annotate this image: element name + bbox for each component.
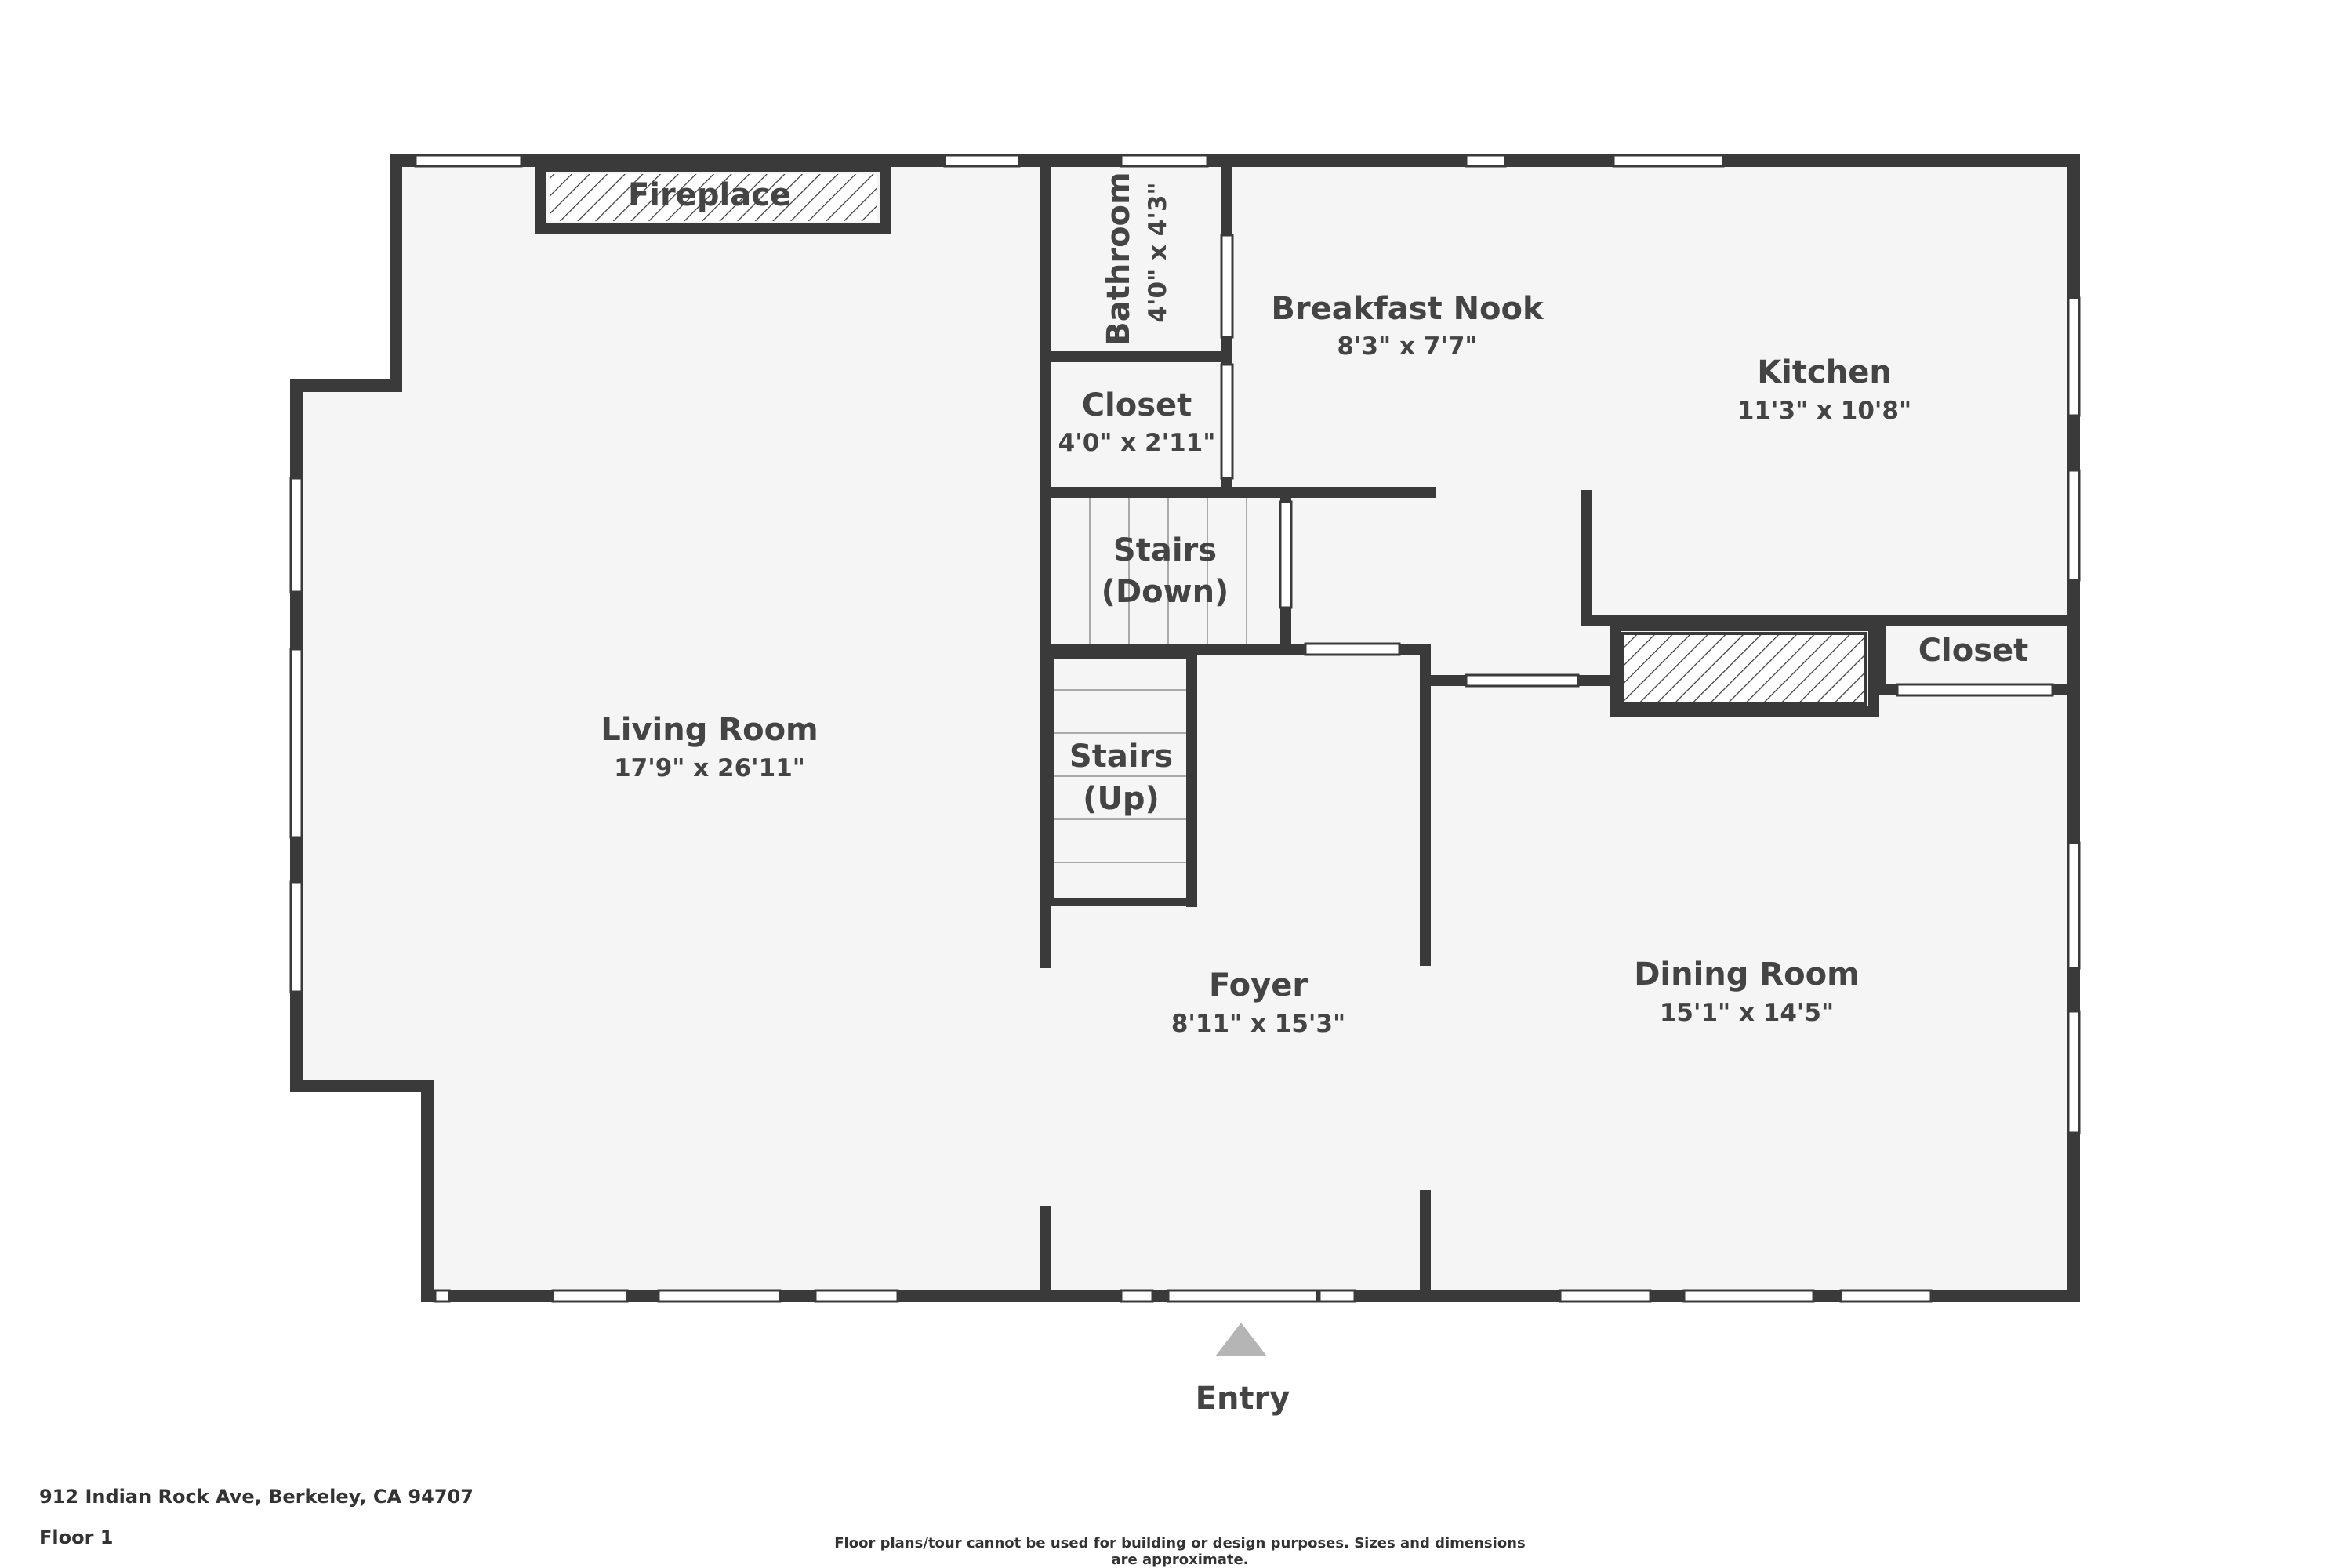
stairs-up-treads bbox=[1051, 689, 1186, 863]
bathroom-dims: 4'0" x 4'3" bbox=[1144, 182, 1172, 322]
stairs-up-sub: (Up) bbox=[1083, 781, 1160, 817]
living-room-dims: 17'9" x 26'11" bbox=[614, 754, 805, 782]
closet-dims: 4'0" x 2'11" bbox=[1058, 429, 1216, 457]
floor-label: Floor 1 bbox=[39, 1526, 114, 1548]
dining-room-dims: 15'1" x 14'5" bbox=[1660, 999, 1834, 1027]
fireplace-hatch bbox=[550, 174, 877, 221]
stairs-up-name: Stairs bbox=[1069, 739, 1173, 775]
foyer-dims: 8'11" x 15'3" bbox=[1171, 1010, 1345, 1038]
pantry-hatch bbox=[1621, 632, 1867, 706]
bathroom-name: Bathroom bbox=[1101, 172, 1137, 345]
fireplace-label: Fireplace bbox=[628, 177, 791, 213]
stairs-down-treads bbox=[1089, 498, 1247, 644]
stairs-down-name: Stairs bbox=[1113, 532, 1217, 568]
entry-label: Entry bbox=[1196, 1381, 1290, 1417]
kitchen-name: Kitchen bbox=[1757, 354, 1892, 390]
living-room-name: Living Room bbox=[601, 712, 818, 748]
dining-room-name: Dining Room bbox=[1634, 956, 1860, 993]
address: 912 Indian Rock Ave, Berkeley, CA 94707 bbox=[39, 1486, 474, 1508]
foyer-name: Foyer bbox=[1209, 967, 1308, 1004]
closet-2-name: Closet bbox=[1918, 633, 2029, 669]
closet-name: Closet bbox=[1082, 387, 1192, 423]
entry-arrow-icon bbox=[1215, 1323, 1267, 1356]
breakfast-nook-name: Breakfast Nook bbox=[1271, 291, 1544, 327]
windows bbox=[289, 154, 2081, 1303]
floor-area bbox=[296, 161, 2074, 1296]
breakfast-nook-dims: 8'3" x 7'7" bbox=[1337, 332, 1477, 361]
disclaimer: Floor plans/tour cannot be used for buil… bbox=[834, 1535, 1526, 1568]
stairs-down-sub: (Down) bbox=[1102, 574, 1229, 610]
stairs-up-outline bbox=[1047, 651, 1196, 906]
kitchen-dims: 11'3" x 10'8" bbox=[1737, 397, 1911, 425]
